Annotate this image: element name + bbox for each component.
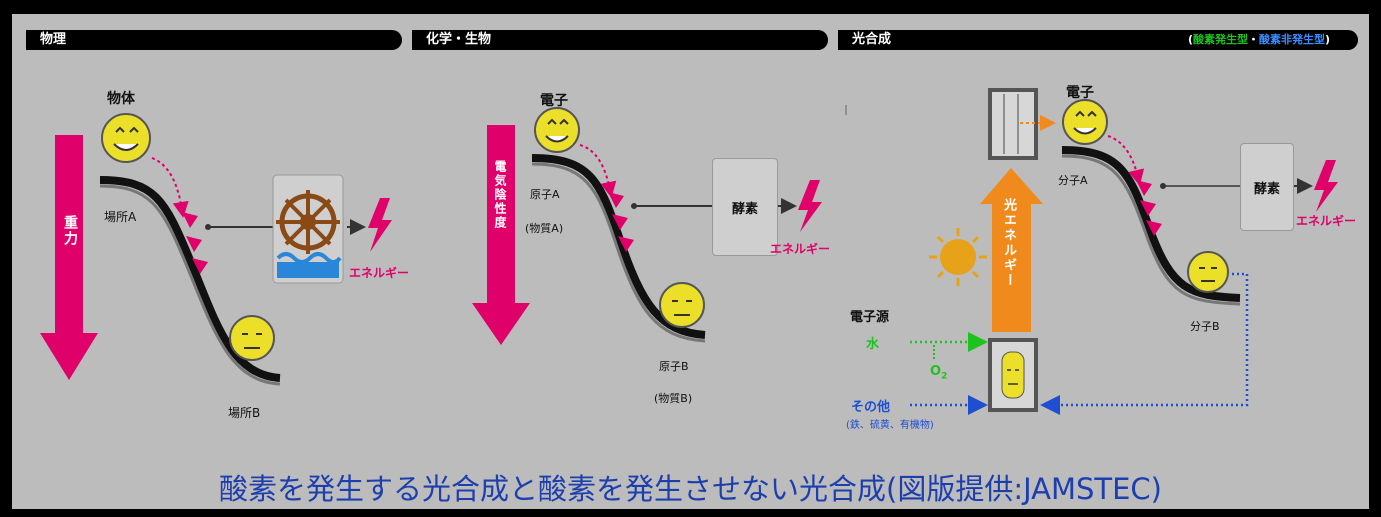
object-happy-icon (101, 113, 151, 163)
photosynthesis-header-label: 光合成 (852, 32, 892, 47)
photo-lightning-icon (1314, 160, 1338, 212)
atom-b-label: 原子B (659, 360, 689, 373)
sun-icon (929, 228, 987, 286)
photo-electron-label: 電子 (1066, 85, 1094, 101)
o2-subscript: 2 (941, 371, 948, 382)
chem-chevron-2 (612, 214, 628, 230)
o2-symbol: O (930, 364, 942, 379)
note-sep: ・ (1247, 33, 1259, 46)
electronegativity-label: 電気陰性度 (493, 160, 507, 230)
chem-chevron-1 (608, 192, 624, 208)
other-source-label: その他 (851, 400, 891, 415)
physics-energy-label: エネルギー (349, 266, 410, 280)
photo-chevron-2 (1140, 200, 1156, 216)
o2-label: O2 (930, 364, 947, 382)
physics-header: 物理 (26, 30, 402, 50)
electron-source-label: 電子源 (850, 310, 890, 325)
photosynthesis-header: 光合成 (酸素発生型・酸素非発生型) (838, 30, 1358, 50)
photo-slope (1061, 146, 1241, 302)
figure-caption: 酸素を発生する光合成と酸素を発生させない光合成(図版提供:JAMSTEC) (219, 472, 1162, 506)
photo-chevron-1 (1136, 180, 1152, 196)
molecule-b-label: 分子B (1190, 320, 1220, 333)
photo-electron-happy-icon (1062, 99, 1108, 145)
reaction-center-bottom (988, 338, 1038, 412)
gravity-label: 重力 (62, 215, 78, 247)
note-close: ) (1324, 33, 1330, 46)
diagram-panel (12, 14, 1369, 509)
photo-enzyme-box: 酵素 (1240, 143, 1294, 231)
physics-lightning-icon (368, 198, 392, 252)
chem-electron-label: 電子 (540, 93, 568, 109)
electron-return-path (1040, 272, 1249, 415)
chem-enzyme-box: 酵素 (712, 158, 778, 256)
reaction-center-top (988, 88, 1038, 160)
electron-happy-icon (534, 107, 580, 153)
substance-a-label: (物質A) (525, 222, 564, 235)
object-rest-icon (229, 315, 275, 361)
substance-b-label: (物質B) (654, 392, 693, 405)
photo-chevron-3 (1146, 220, 1162, 236)
physics-header-label: 物理 (40, 32, 67, 47)
light-energy-label: 光エネルギー (1001, 198, 1016, 288)
electron-rest-icon (659, 282, 705, 328)
object-label: 物体 (107, 91, 135, 107)
place-b-label: 場所B (228, 406, 261, 420)
photosynthesis-type-note: (酸素発生型・酸素非発生型) (1188, 30, 1330, 50)
water-label: 水 (866, 337, 880, 352)
electronegativity-arrow (472, 125, 530, 345)
light-energy-arrow (980, 168, 1043, 332)
place-a-label: 場所A (104, 210, 137, 224)
chem-bio-header-label: 化学・生物 (426, 32, 492, 47)
photo-electron-rest-icon (1187, 251, 1229, 293)
chem-chevron-3 (618, 236, 634, 252)
physics-chevron-3 (192, 258, 208, 274)
physics-chevron-1 (182, 212, 198, 228)
photo-transfer-arrow (1107, 135, 1145, 186)
chem-lightning-icon (798, 180, 822, 232)
other-source-detail: (鉄、硫黄、有機物) (846, 420, 934, 431)
note-oxygenic: 酸素発生型 (1192, 33, 1248, 46)
water-wheel-icon (272, 174, 344, 284)
physics-fall-arrow (151, 157, 189, 218)
note-anoxygenic: 酸素非発生型 (1258, 33, 1325, 46)
physics-chevron-2 (186, 236, 202, 252)
note-open: ( (1187, 33, 1193, 46)
atom-a-label: 原子A (530, 188, 560, 201)
molecule-a-label: 分子A (1058, 174, 1088, 187)
chem-energy-label: エネルギー (770, 242, 831, 256)
chem-bio-header: 化学・生物 (412, 30, 828, 50)
physics-slope (99, 176, 281, 382)
photo-energy-label: エネルギー (1296, 214, 1357, 228)
gravity-arrow (40, 135, 98, 380)
